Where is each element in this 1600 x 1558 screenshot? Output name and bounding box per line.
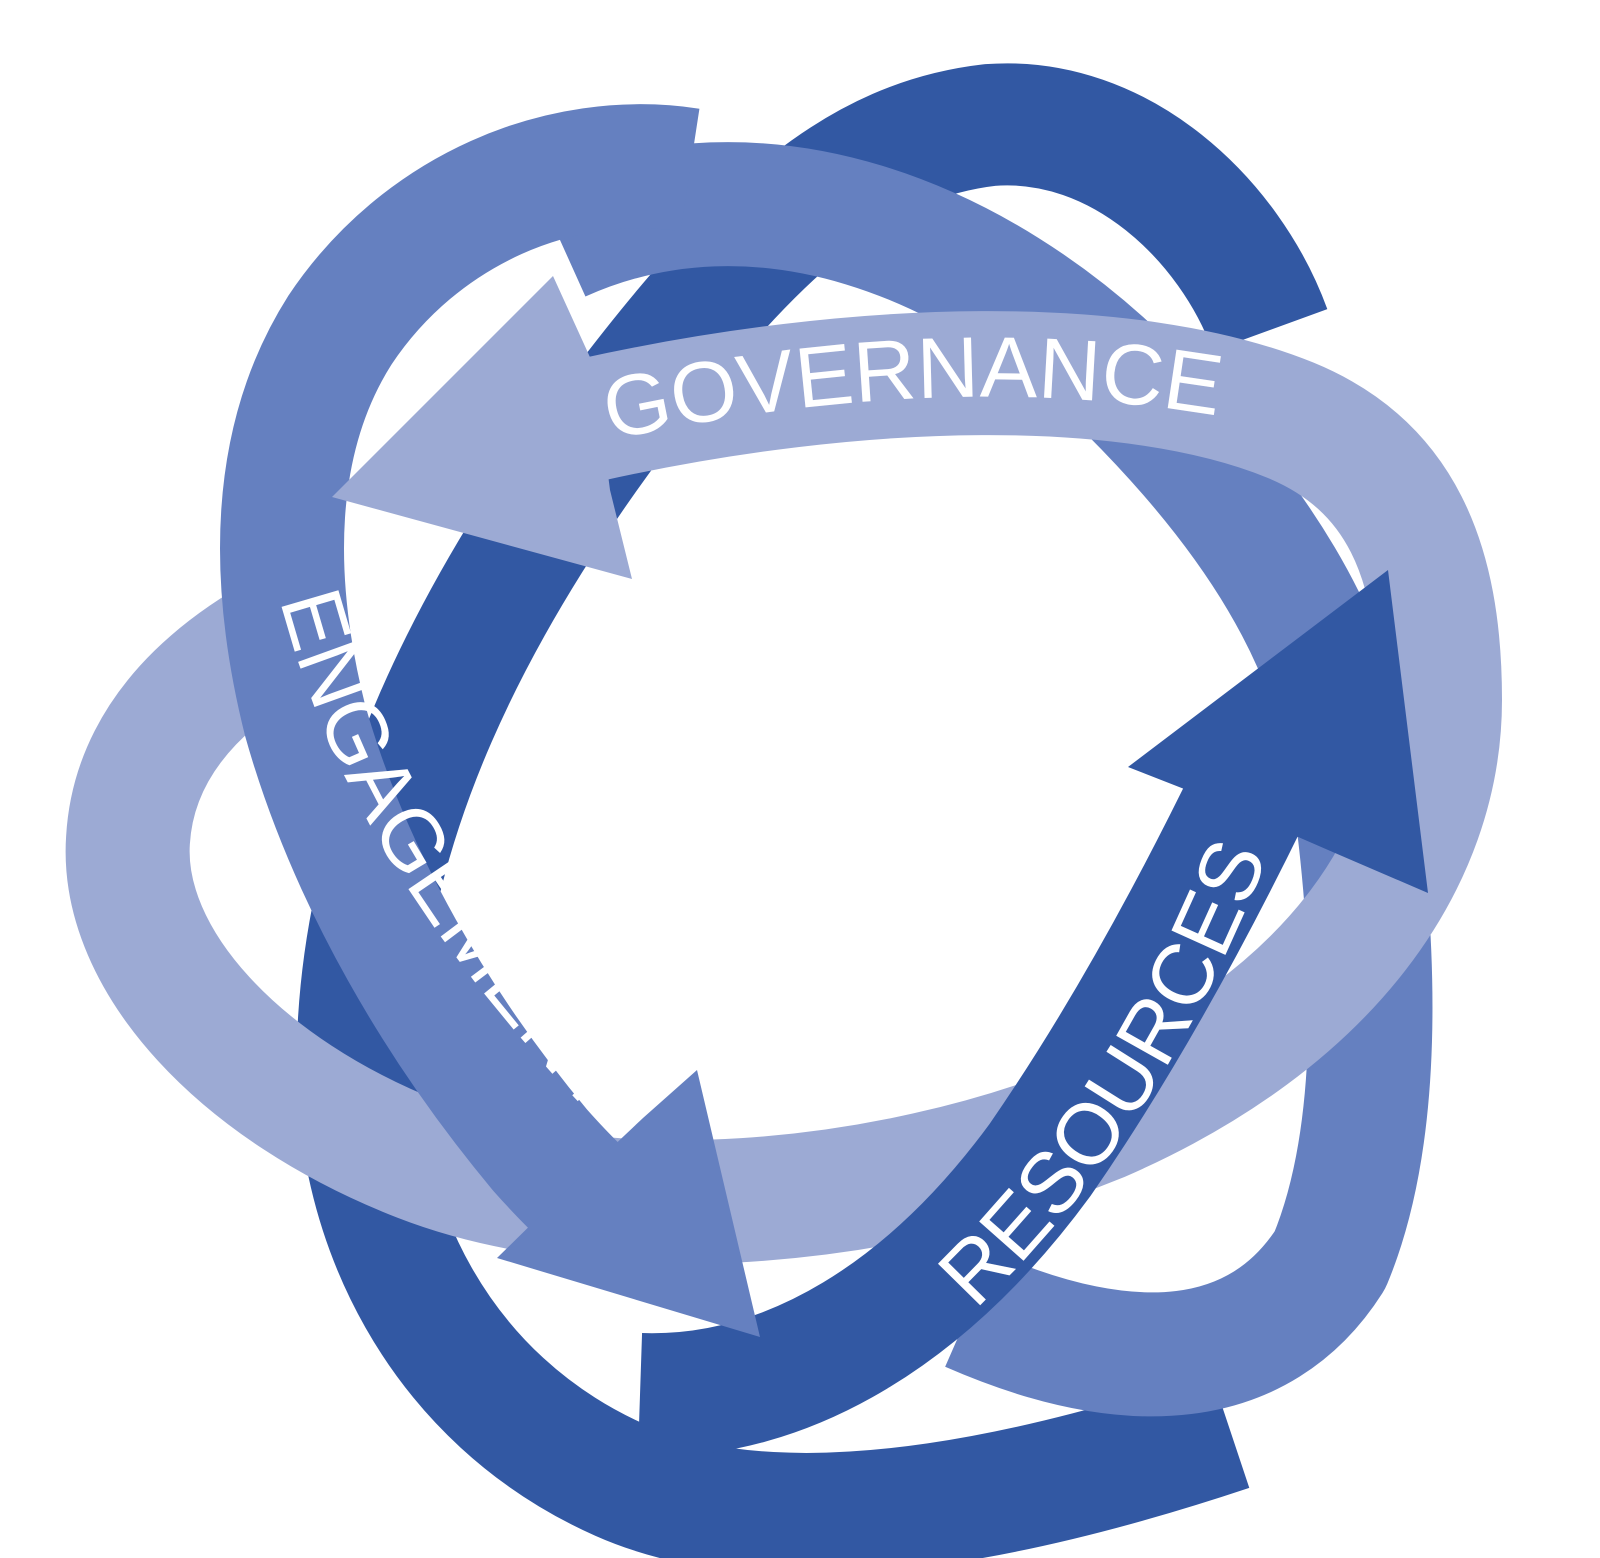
resources-band-front: [637, 703, 1337, 1458]
engagement-band-front: [220, 104, 700, 1275]
governance-arrowhead: [332, 276, 632, 579]
resources-arrowhead: [1128, 570, 1428, 893]
engagement-arrowhead: [497, 1070, 760, 1337]
